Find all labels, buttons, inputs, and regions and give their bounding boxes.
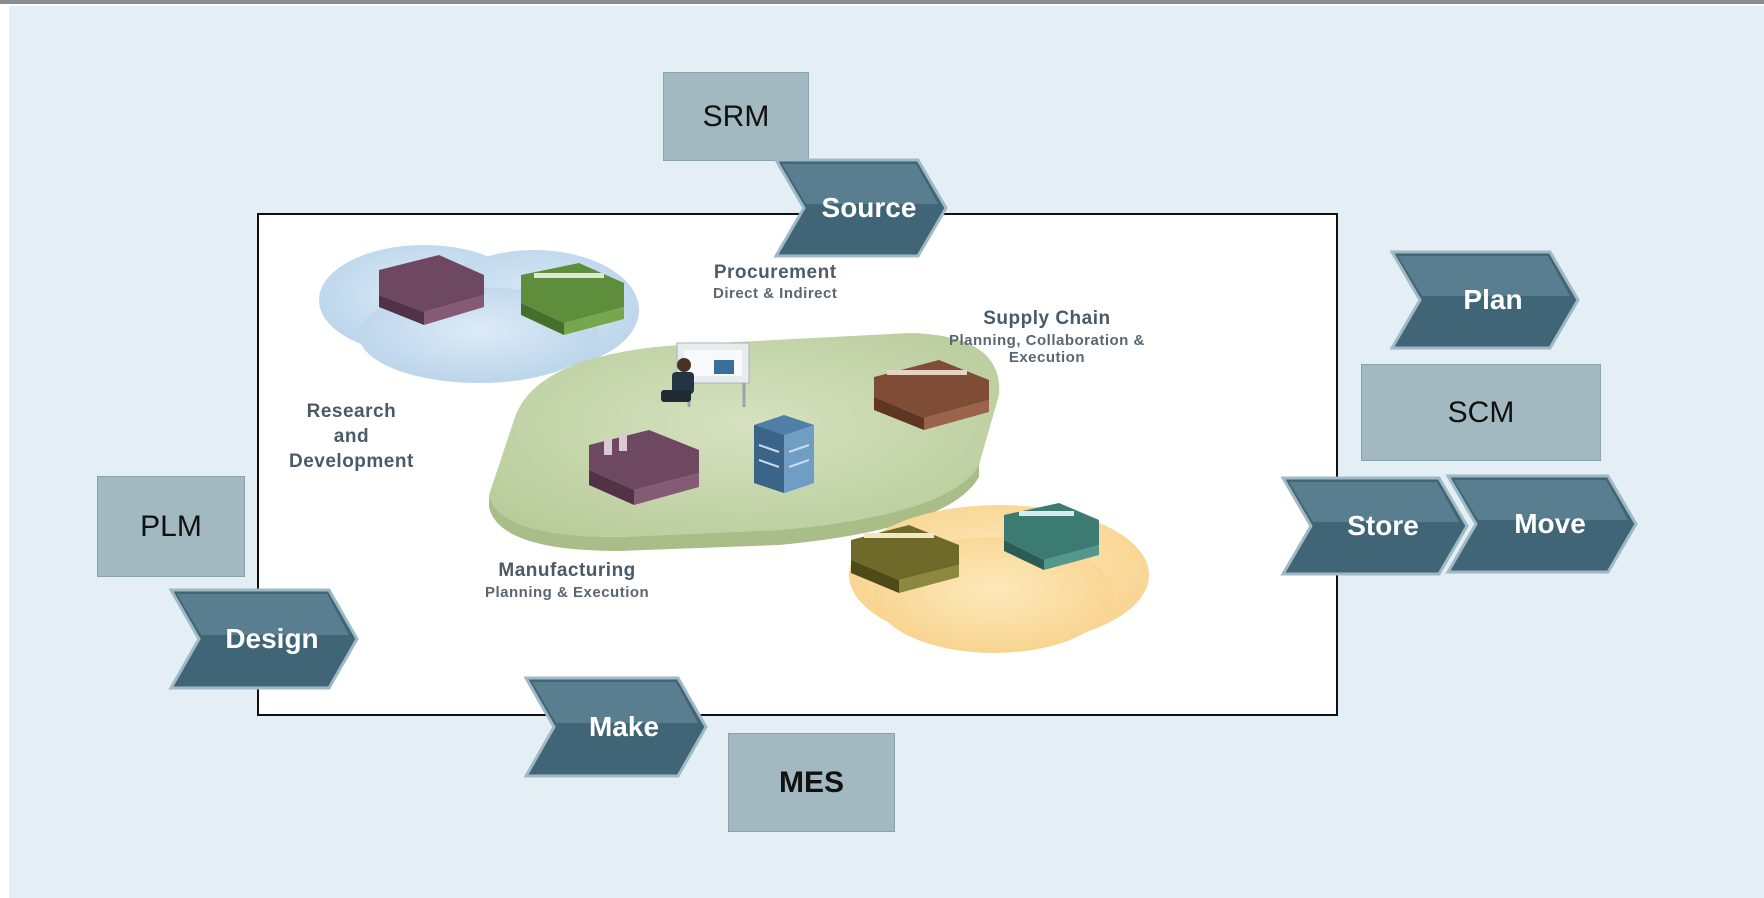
rd-cloud	[319, 245, 639, 383]
store-chevron: Store	[1275, 472, 1469, 580]
research-label: Research and Development	[289, 401, 414, 472]
scm-box: SCM	[1361, 364, 1601, 461]
source-chevron: Source	[768, 154, 948, 262]
manufacturing-label: Manufacturing Planning & Execution	[485, 560, 650, 601]
supply-chain-cloud	[849, 503, 1149, 653]
top-border-line	[0, 0, 1764, 4]
plm-box: PLM	[97, 476, 245, 577]
srm-box: SRM	[663, 72, 809, 161]
mes-box: MES	[728, 733, 895, 832]
move-chevron: Move	[1440, 470, 1638, 578]
enterprise-illustration	[319, 245, 1149, 653]
enterprise-scene-panel: Procurement Direct & Indirect Supply Cha…	[257, 213, 1338, 716]
supply-chain-label: Supply Chain Planning, Collaboration & E…	[949, 308, 1145, 366]
manufacturing-platform	[489, 333, 1000, 551]
procurement-label: Procurement Direct & Indirect	[713, 262, 838, 302]
make-chevron: Make	[518, 672, 708, 782]
design-chevron: Design	[163, 584, 359, 694]
plan-chevron: Plan	[1384, 246, 1580, 354]
